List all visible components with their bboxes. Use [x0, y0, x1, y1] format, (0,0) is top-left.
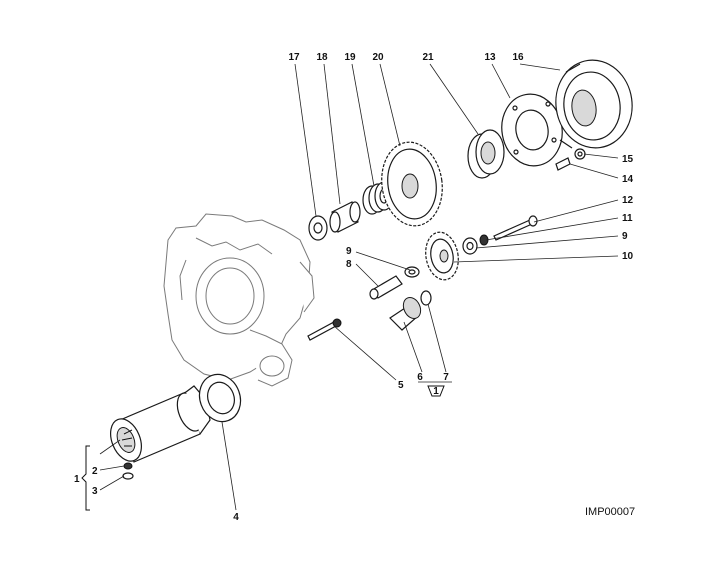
washers	[462, 234, 489, 255]
callout-7: 7	[443, 372, 449, 383]
callout-17: 17	[288, 52, 300, 63]
callout-21: 21	[422, 52, 434, 63]
drawing-code: IMP00007	[585, 506, 635, 518]
crankcase-outline	[163, 213, 315, 387]
callout-6: 6	[417, 372, 423, 383]
bolt	[307, 318, 342, 341]
callout-2: 2	[92, 466, 98, 477]
pinion-gear	[389, 290, 432, 331]
callout-1: 1	[74, 474, 80, 485]
callout-10: 10	[622, 251, 634, 262]
kit-symbol-label: 1	[433, 386, 439, 397]
callout-20: 20	[372, 52, 384, 63]
callout-9-left: 9	[346, 246, 352, 257]
callout-15: 15	[622, 154, 634, 165]
leader-lines	[99, 63, 619, 511]
callout-13: 13	[484, 52, 496, 63]
callout-4: 4	[233, 512, 239, 523]
bushing	[329, 201, 361, 233]
callout-8: 8	[346, 259, 352, 270]
callout-12: 12	[622, 195, 634, 206]
gasket-ring	[198, 373, 242, 423]
large-gear	[381, 141, 443, 227]
intermediate-gear	[425, 231, 459, 281]
flange-plate	[501, 93, 563, 167]
screw-and-washer	[122, 462, 134, 480]
thrust-washer	[308, 215, 328, 241]
callout-labels: 17 18 19 20 21 13 16 15 14 12 11 9 10 9 …	[74, 52, 634, 523]
kit-symbol: 1	[427, 385, 445, 397]
callout-5: 5	[398, 380, 404, 391]
gear-shaft	[369, 266, 420, 300]
callout-16: 16	[512, 52, 524, 63]
callout-9-right: 9	[622, 231, 628, 242]
long-bolt	[493, 215, 538, 241]
flywheel	[555, 59, 633, 149]
callout-14: 14	[622, 174, 634, 185]
freewheel-sprag	[467, 129, 505, 179]
callout-18: 18	[316, 52, 328, 63]
callout-3: 3	[92, 486, 98, 497]
starter-motor	[110, 385, 211, 463]
flange-bolt-and-nut	[555, 148, 586, 171]
group-bracket	[81, 445, 90, 511]
callout-11: 11	[622, 213, 633, 224]
callout-19: 19	[344, 52, 356, 63]
